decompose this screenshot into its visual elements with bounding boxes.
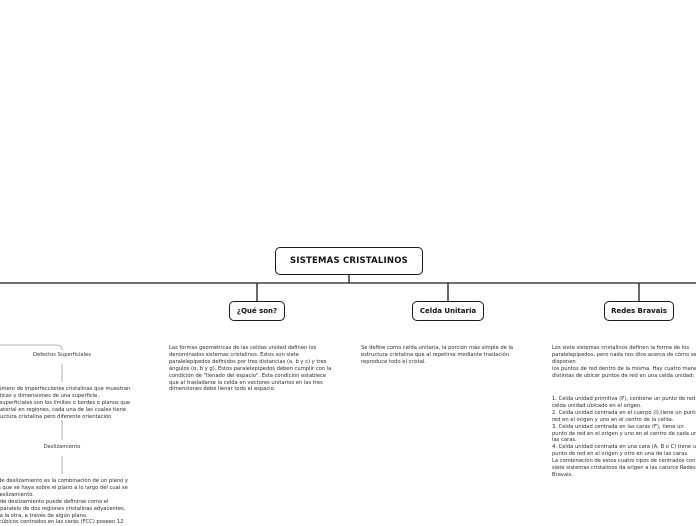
topic-redes-bravais-label: Redes Bravais [611, 307, 667, 315]
root-node[interactable]: SISTEMAS CRISTALINOS [275, 247, 423, 275]
topic-celda-unitaria-label: Celda Unitaria [419, 307, 477, 315]
redes-bravais-list: 1. Celda unidad primitiva (P), contiene … [552, 396, 696, 478]
celda-unitaria-text: Se define como celda unitaria, la porció… [361, 345, 514, 365]
topic-redes-bravais[interactable]: Redes Bravais [604, 301, 674, 321]
defsup-connector [0, 344, 63, 351]
topic-que-son-label: ¿Qué son? [236, 307, 278, 315]
defectos-superficiales-text: n número de imperfecciones cristalinas q… [0, 386, 131, 420]
subtopic-deslizamiento[interactable]: Deslizamiento [43, 444, 81, 450]
topic-que-son[interactable]: ¿Qué son? [229, 301, 285, 321]
topic-celda-unitaria[interactable]: Celda Unitaria [412, 301, 484, 321]
que-son-text: Las formas geométricas de las celdas uni… [169, 345, 332, 393]
root-label: SISTEMAS CRISTALINOS [290, 256, 408, 266]
redes-bravais-text: Los siete sistemas cristalinos definen l… [552, 345, 696, 379]
subtopic-defectos-superficiales[interactable]: Defectos Superficiales [33, 352, 91, 358]
deslizamiento-text: na de deslizamiento es la combinación de… [0, 478, 128, 526]
